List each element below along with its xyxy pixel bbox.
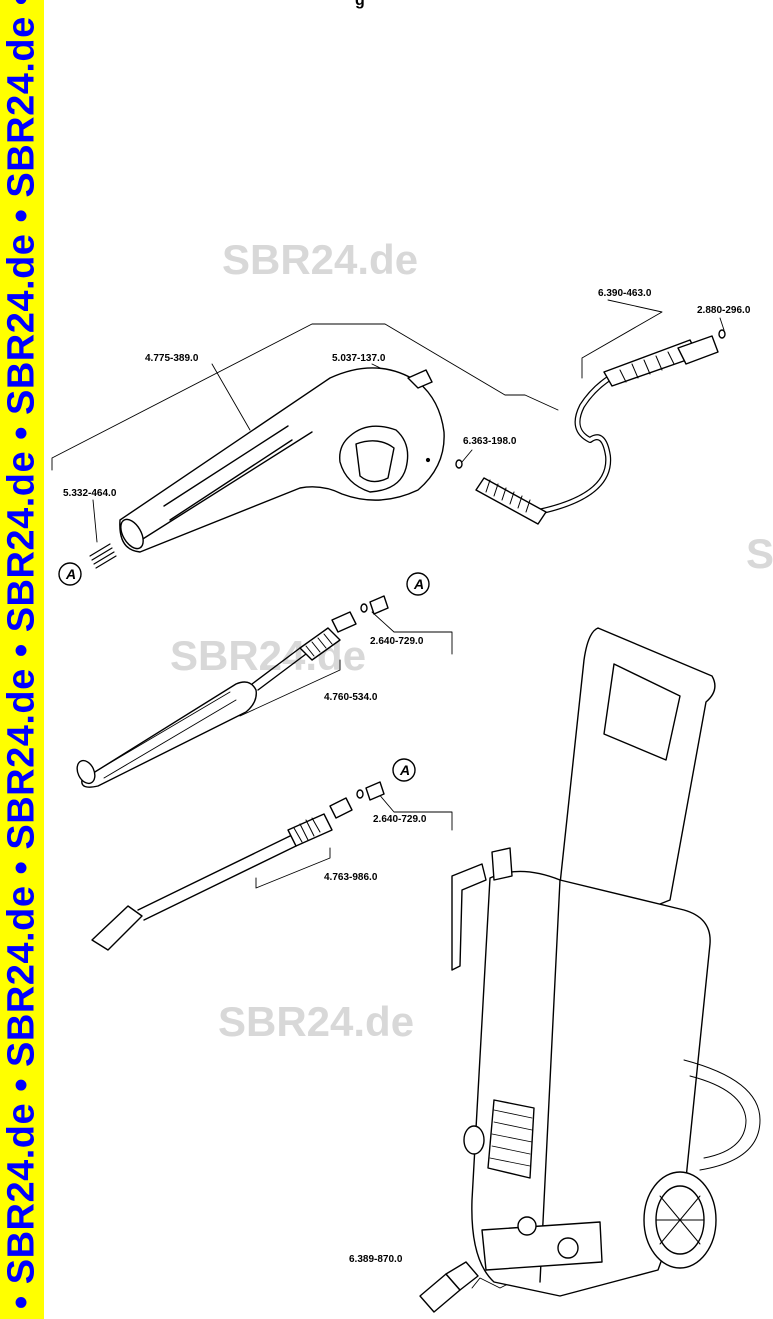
pressure-washer-body [451,627,761,1297]
hose-coupling [419,1261,479,1313]
retaining-clip [407,369,433,389]
callout-lance-1: 4.760-534.0 [324,692,378,703]
ref-marker-letter-1: A [66,566,77,582]
top-title-fragment: g [355,0,365,9]
spray-lance-1 [76,595,389,788]
watermark-3: SBR24.de [218,998,415,1045]
spring [89,543,117,569]
ref-marker-1 [58,562,82,586]
callout-spring: 5.332-464.0 [63,488,117,499]
callout-clip: 5.037-137.0 [332,353,386,364]
callout-hose: 6.390-463.0 [598,288,652,299]
high-pressure-hose [455,329,726,525]
ref-marker-2 [406,572,430,596]
callout-gun: 4.775-389.0 [145,353,199,364]
callout-nozzle-2: 2.640-729.0 [373,814,427,825]
spray-lance-2 [91,781,385,951]
ref-marker-3 [392,758,416,782]
callout-oring-hose: 2.880-296.0 [697,305,751,316]
trigger-gun [119,367,445,553]
callout-lance-2: 4.763-986.0 [324,872,378,883]
callout-nozzle-1: 2.640-729.0 [370,636,424,647]
callout-oring-gun: 6.363-198.0 [463,436,517,447]
callout-coupling: 6.389-870.0 [349,1254,403,1265]
watermark-4: S [746,530,773,577]
ref-marker-letter-3: A [400,762,411,778]
ref-marker-letter-2: A [414,576,425,592]
watermark-1: SBR24.de [222,236,419,283]
side-watermark-strip: de • SBR24.de • SBR24.de • SBR24.de • SB… [0,0,44,1319]
